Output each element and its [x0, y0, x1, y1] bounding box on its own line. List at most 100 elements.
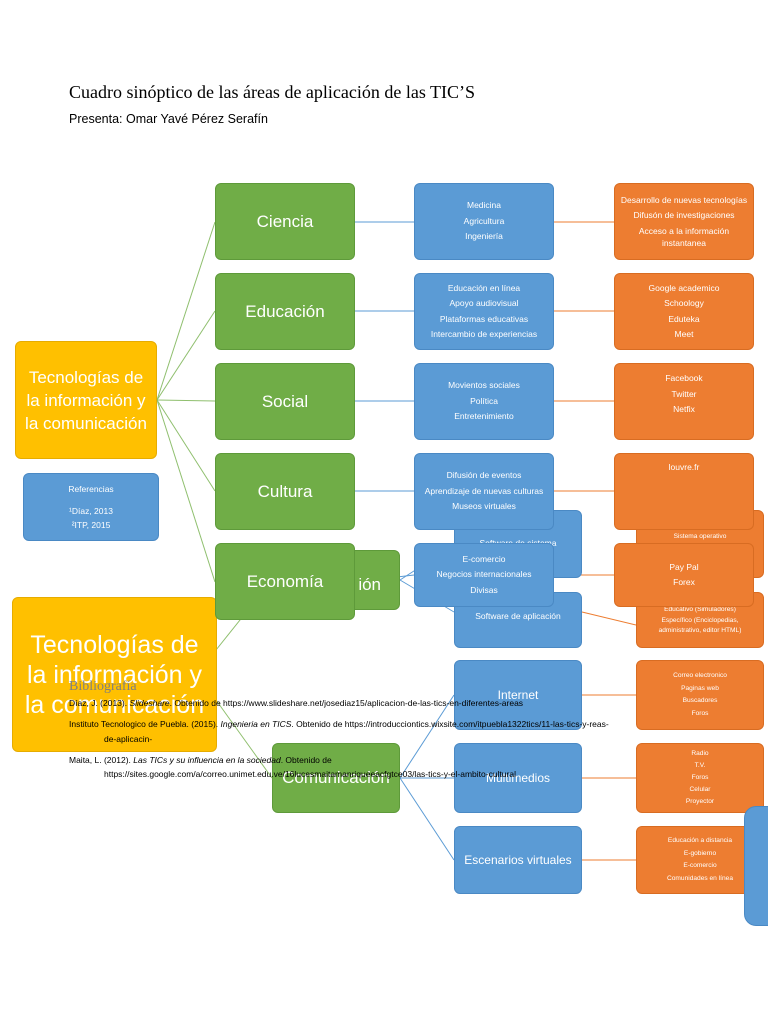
bibliography-entry-author: Díaz, J. (2013). — [69, 698, 130, 708]
detail-node-educacion: Educación en línea Apoyo audiovisual Pla… — [414, 273, 554, 350]
example-node-ciencia: Desarrollo de nuevas tecnologías Difusón… — [614, 183, 754, 260]
detail-item: Intercambio de experiencias — [430, 329, 538, 339]
detail-item: Agricultura — [463, 215, 505, 226]
area-node-label: Ciencia — [256, 211, 314, 231]
detail-item: Negocios internacionales — [436, 569, 532, 580]
background-node-multimedios: Multimedios — [454, 743, 582, 813]
background-detail-escenarios-line: Educación a distancia — [667, 837, 733, 844]
bibliography-entry: Maita, L. (2012). Las TICs y su influenc… — [69, 755, 332, 765]
background-detail-multimedios-line: Foros — [691, 774, 709, 781]
bibliography-entry: Díaz, J. (2013). Slideshare. Obtenido de… — [69, 698, 523, 708]
example-item: Eduteka — [668, 313, 700, 324]
bibliography-entry-source: Las TICs y su influencia en la sociedad — [133, 755, 281, 765]
bibliography-title: Bibliografía — [69, 679, 137, 694]
example-item: Forex — [673, 577, 695, 587]
example-item: Twitter — [671, 388, 697, 399]
bibliography-entry-link: . Obtenido de https://www.slideshare.net… — [169, 698, 524, 708]
area-node-cultura: Cultura — [215, 453, 355, 530]
root-node: Tecnologías de la información y la comun… — [15, 341, 157, 459]
background-root-node-label: Tecnologías de la información y la comun… — [24, 630, 205, 719]
area-node-economia: Economía — [215, 543, 355, 620]
background-detail-internet-line: Paginas web — [681, 684, 719, 692]
page-title: Cuadro sinóptico de las áreas de aplicac… — [69, 82, 476, 102]
example-item: Schoology — [664, 298, 704, 308]
background-node-comunicacion-label: Comunicación — [282, 768, 390, 787]
bibliography-entry-link: . Obtenido de — [280, 755, 332, 765]
example-node-economia: Pay Pal Forex — [614, 543, 754, 607]
detail-node-ciencia: Medicina Agricultura Ingeniería — [414, 183, 554, 260]
bibliography-entry: Instituto Tecnologico de Puebla. (2015).… — [69, 719, 609, 729]
background-detail-escenarios-line: E-gobierno — [683, 849, 717, 857]
references-title: Referencias — [68, 484, 114, 494]
example-item: Acceso a la información instantanea — [638, 225, 730, 249]
detail-item: Movientos sociales — [448, 380, 520, 391]
detail-item: E-comercio — [462, 553, 506, 564]
background-detail-internet-line: Correo electronico — [673, 672, 727, 679]
background-node-escenarios: Escenarios virtuales — [454, 826, 582, 894]
background-node-informacion-label: ión — [358, 575, 381, 594]
area-node-label: Social — [261, 391, 309, 411]
example-item: Netfix — [673, 404, 695, 414]
background-partial-node — [744, 806, 768, 926]
detail-node-economia: E-comercio Negocios internacionales Divi… — [414, 543, 554, 607]
example-item: Facebook — [665, 373, 703, 383]
background-detail-escenarios-line: E-comercio — [683, 862, 717, 869]
background-detail-multimedios-line: Celular — [689, 786, 711, 793]
background-detail-internet-line: Buscadores — [682, 697, 718, 704]
detail-item: Apoyo audiovisual — [449, 298, 519, 308]
background-detail-software-aplicacion-line: Educativo (Simuladores) — [664, 605, 736, 613]
example-item: louvre.fr — [668, 462, 700, 472]
bibliography-entry-author: Maita, L. (2012). — [69, 755, 134, 765]
background-detail-multimedios-line: Proyector — [685, 798, 715, 805]
detail-item: Difusión de eventos — [446, 470, 522, 481]
bibliography-entry-source: Slideshare — [129, 698, 170, 708]
root-node-label: Tecnologías de la información y la comun… — [25, 367, 147, 433]
background-detail-software-aplicacion-line: Específico (Enciclopedias, administrativ… — [658, 617, 742, 635]
background-detail-multimedios-line: Radio — [691, 750, 709, 757]
background-node-comunicacion: Comunicación — [272, 743, 400, 813]
background-root-node: Tecnologías de la información y la comun… — [12, 597, 217, 752]
area-node-educacion: Educación — [215, 273, 355, 350]
detail-node-cultura: Difusión de eventos Aprendizaje de nueva… — [414, 453, 554, 530]
page-subtitle: Presenta: Omar Yavé Pérez Serafín — [69, 112, 268, 126]
bibliography-entry-author: Instituto Tecnologico de Puebla. (2015). — [69, 719, 221, 729]
references-line: ²ITP, 2015 — [71, 520, 111, 530]
example-item: Desarrollo de nuevas tecnologías — [620, 194, 748, 205]
background-node-multimedios-label: Multimedios — [485, 771, 551, 785]
bibliography-entry-link: . Obtenido de https://introducciontics.w… — [291, 719, 609, 729]
background-node-software-aplicacion-label: Software de aplicación — [475, 611, 561, 621]
background-detail-multimedios: Radio T.V. Foros Celular Proyector — [636, 743, 764, 813]
area-node-ciencia: Ciencia — [215, 183, 355, 260]
background-node-internet-label: Internet — [497, 688, 539, 702]
example-node-cultura: louvre.fr — [614, 453, 754, 530]
example-item: Difusón de investigaciones — [633, 210, 735, 220]
detail-item: Entretenimiento — [454, 411, 514, 422]
area-node-social: Social — [215, 363, 355, 440]
example-node-educacion: Google academico Schoology Eduteka Meet — [614, 273, 754, 350]
background-detail-software-sistema-text: Sistema operativo — [673, 533, 727, 540]
detail-item: Medicina — [466, 200, 502, 211]
example-item: Pay Pal — [669, 561, 699, 572]
bibliography-entry-continuation: de-aplicacin- — [104, 734, 153, 744]
detail-item: Aprendizaje de nuevas culturas — [424, 485, 544, 496]
area-node-label: Educación — [245, 301, 325, 321]
detail-node-social: Movientos sociales Política Entretenimie… — [414, 363, 554, 440]
background-detail-internet: Correo electronico Paginas web Buscadore… — [636, 660, 764, 730]
detail-item: Plataformas educativas — [439, 313, 529, 324]
detail-item: Política — [470, 395, 498, 406]
background-detail-multimedios-line: T.V. — [694, 762, 706, 769]
example-item: Meet — [674, 329, 694, 339]
detail-item: Educación en línea — [447, 282, 521, 293]
references-box: Referencias ¹Díaz, 2013 ²ITP, 2015 — [23, 473, 159, 541]
example-node-social: Facebook Twitter Netfix — [614, 363, 754, 440]
background-detail-internet-line: Foros — [691, 709, 709, 717]
bibliography-entry-continuation: https://sites.google.com/a/correo.unimet… — [104, 769, 516, 779]
area-node-label: Economía — [246, 571, 324, 591]
background-detail-escenarios: Educación a distancia E-gobierno E-comer… — [636, 826, 764, 894]
detail-item: Museos virtuales — [452, 501, 516, 512]
background-node-escenarios-label: Escenarios virtuales — [464, 853, 572, 867]
references-line: ¹Díaz, 2013 — [69, 506, 113, 516]
example-item: Google academico — [648, 282, 720, 293]
detail-item: Divisas — [470, 584, 498, 595]
background-node-internet: Internet — [454, 660, 582, 730]
